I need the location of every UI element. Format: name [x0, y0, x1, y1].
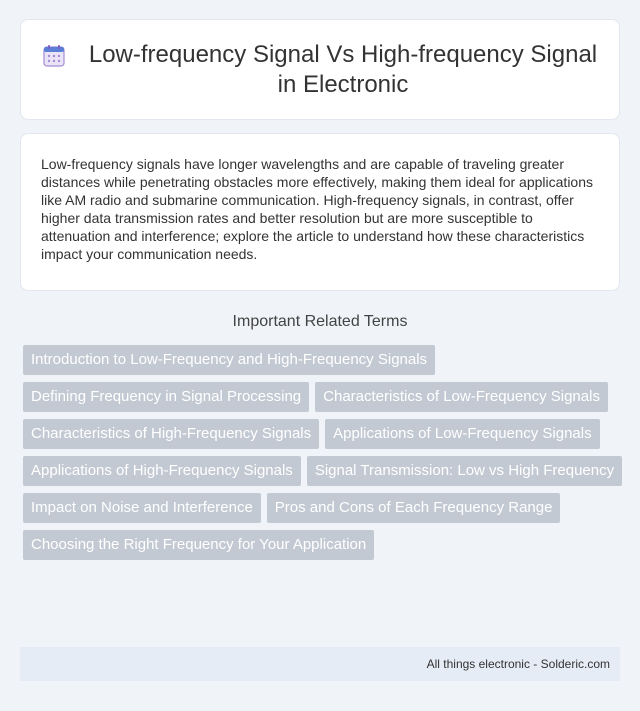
related-terms-heading: Important Related Terms — [232, 313, 408, 330]
intro-card: Low-frequency signals have longer wavele… — [20, 133, 620, 291]
related-terms-list: Introduction to Low-Frequency and High-F… — [23, 345, 623, 560]
footer: All things electronic - Solderic.com — [20, 647, 620, 681]
term-tag[interactable]: Defining Frequency in Signal Processing — [23, 382, 310, 412]
term-tag[interactable]: Applications of Low-Frequency Signals — [325, 419, 600, 449]
term-tag[interactable]: Pros and Cons of Each Frequency Range — [266, 493, 561, 523]
term-tag[interactable]: Impact on Noise and Interference — [23, 493, 261, 523]
title-card: Low-frequency Signal Vs High-frequency S… — [20, 19, 620, 120]
page-title: Low-frequency Signal Vs High-frequency S… — [88, 40, 598, 98]
term-tag[interactable]: Choosing the Right Frequency for Your Ap… — [23, 530, 375, 560]
term-tag[interactable]: Introduction to Low-Frequency and High-F… — [23, 345, 436, 375]
term-tag[interactable]: Characteristics of High-Frequency Signal… — [23, 419, 320, 449]
term-tag[interactable]: Applications of High-Frequency Signals — [23, 456, 301, 486]
title-wrap: Low-frequency Signal Vs High-frequency S… — [40, 40, 600, 100]
term-tag[interactable]: Signal Transmission: Low vs High Frequen… — [306, 456, 623, 486]
footer-text: All things electronic - Solderic.com — [426, 657, 610, 671]
calendar-icon — [43, 44, 65, 67]
intro-text: Low-frequency signals have longer wavele… — [41, 156, 593, 262]
term-tag[interactable]: Characteristics of Low-Frequency Signals — [315, 382, 608, 412]
